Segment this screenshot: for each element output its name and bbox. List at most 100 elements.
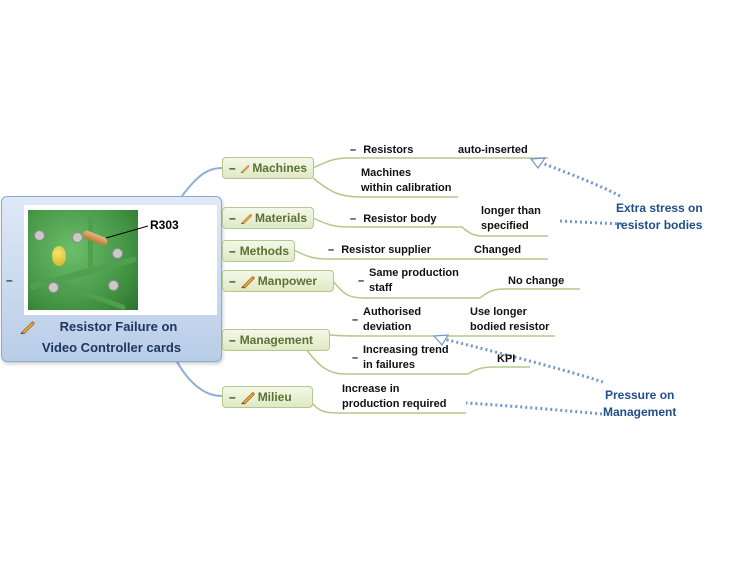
relation-extra-stress (533, 158, 621, 198)
branch-label: Methods (239, 244, 290, 258)
collapse-toggle[interactable]: – (229, 211, 236, 225)
pencil-icon (20, 321, 35, 335)
pointer-line (105, 225, 149, 239)
solder-pad (112, 248, 123, 259)
circuit-board-photo: R303 (24, 205, 217, 315)
line-milieu-production (312, 403, 466, 414)
subtopic-line: Increasing trend (363, 344, 449, 356)
subtopic-use-longer-bodied-resistor[interactable]: Use longer bodied resistor (470, 305, 549, 335)
callout-line: Management (603, 405, 677, 419)
line-machines-calibration (312, 177, 458, 198)
subtopic-changed[interactable]: Changed (474, 244, 522, 256)
subtopic-auto-inserted[interactable]: auto-inserted (458, 144, 528, 156)
yellow-capacitor (52, 246, 66, 266)
line-manpower-nochange (479, 288, 580, 299)
subtopic-resistor-body[interactable]: – Resistor body (350, 212, 437, 227)
board-trace (88, 215, 93, 275)
branch-label: Machines (252, 161, 307, 175)
subtopic-line: Increase in (342, 383, 400, 395)
subtopic-line: within calibration (361, 182, 452, 194)
subtopic-label: Resistor body (363, 213, 437, 225)
subtopic-line: Use longer (470, 306, 527, 318)
subtopic-resistors[interactable]: – Resistors (350, 143, 413, 158)
subtopic-increase-production[interactable]: Increase in production required (342, 382, 447, 412)
solder-pad (34, 230, 45, 241)
branch-materials[interactable]: – Materials (222, 207, 314, 229)
subtopic-label: Resistors (363, 144, 414, 156)
relation-pressure (439, 336, 604, 384)
callout-pressure-on-management[interactable]: Pressure on Management (603, 387, 676, 421)
callout-line: resistor bodies (616, 218, 703, 232)
line-machines-resistors (312, 157, 436, 169)
branch-label: Materials (254, 211, 307, 225)
collapse-toggle[interactable]: – (229, 161, 236, 175)
collapse-toggle[interactable]: – (350, 144, 357, 156)
central-title-line2: Video Controller cards (41, 340, 182, 355)
pencil-icon (240, 213, 252, 224)
solder-pad (72, 232, 83, 243)
central-title-line1: Resistor Failure on (59, 319, 178, 334)
collapse-toggle[interactable]: – (229, 333, 236, 347)
subtopic-line: Same production (369, 267, 459, 279)
branch-machines[interactable]: – Machines (222, 157, 314, 179)
branch-manpower[interactable]: – Manpower (222, 270, 334, 292)
connector-milieu (175, 359, 223, 397)
subtopic-line: deviation (363, 321, 412, 333)
central-title: Resistor Failure on Video Controller car… (2, 316, 221, 358)
relation-pressure-tail (465, 401, 603, 416)
board-image (28, 210, 138, 311)
line-management-kpi (467, 366, 530, 375)
subtopic-line: specified (481, 220, 529, 232)
subtopic-line: in failures (363, 359, 415, 371)
line-manpower-staff (332, 280, 480, 299)
central-topic[interactable]: – R303 Resistor (1, 196, 222, 362)
subtopic-line: Machines (361, 167, 412, 179)
subtopic-resistor-supplier[interactable]: – Resistor supplier (328, 243, 431, 258)
subtopic-no-change[interactable]: No change (508, 275, 565, 287)
solder-pad (48, 282, 59, 293)
pencil-icon (240, 164, 250, 173)
photo-label: R303 (150, 218, 179, 232)
subtopic-line: Authorised (363, 306, 422, 318)
connector-machines (181, 167, 223, 197)
branch-label: Manpower (257, 274, 318, 288)
line-materials-longer (461, 226, 548, 237)
relation-extra-stress-tail (559, 219, 623, 226)
collapse-toggle[interactable]: – (328, 244, 335, 256)
branch-management[interactable]: – Management (222, 329, 330, 351)
subtopic-kpi[interactable]: KPI (497, 353, 516, 365)
subtopic-line: staff (369, 282, 393, 294)
subtopic-authorised-deviation[interactable]: – Authorised deviation (352, 305, 421, 335)
callout-line: Extra stress on (616, 201, 703, 215)
collapse-toggle[interactable]: – (229, 244, 236, 258)
line-methods-supplier (293, 249, 458, 260)
collapse-toggle[interactable]: – (229, 390, 236, 404)
collapse-toggle[interactable]: – (229, 274, 236, 288)
subtopic-same-production-staff[interactable]: – Same production staff (358, 266, 459, 296)
line-management-deviation (329, 334, 455, 337)
line-materials-body (312, 217, 462, 228)
line-management-trend (305, 348, 468, 375)
subtopic-longer-than-specified[interactable]: longer than specified (481, 204, 541, 234)
branch-milieu[interactable]: – Milieu (222, 386, 313, 408)
callout-extra-stress[interactable]: Extra stress on resistor bodies (616, 200, 703, 234)
collapse-toggle[interactable]: – (350, 213, 357, 225)
branch-label: Milieu (257, 390, 292, 404)
subtopic-label: Resistor supplier (341, 244, 432, 256)
callout-line: Pressure on (604, 388, 675, 402)
subtopic-line: production required (342, 398, 447, 410)
branch-methods[interactable]: – Methods (222, 240, 295, 262)
relation-pressure-arrow (432, 334, 450, 347)
subtopic-increasing-trend[interactable]: – Increasing trend in failures (352, 343, 449, 373)
collapse-toggle[interactable]: – (6, 273, 13, 287)
pencil-icon (240, 391, 255, 404)
collapse-toggle[interactable]: – (358, 275, 365, 287)
relation-extra-stress-arrow (529, 157, 547, 170)
subtopic-machines-calibration[interactable]: Machines within calibration (361, 166, 451, 196)
collapse-toggle[interactable]: – (352, 352, 359, 364)
collapse-toggle[interactable]: – (352, 314, 359, 326)
pencil-icon (240, 275, 255, 288)
subtopic-line: longer than (481, 205, 541, 217)
